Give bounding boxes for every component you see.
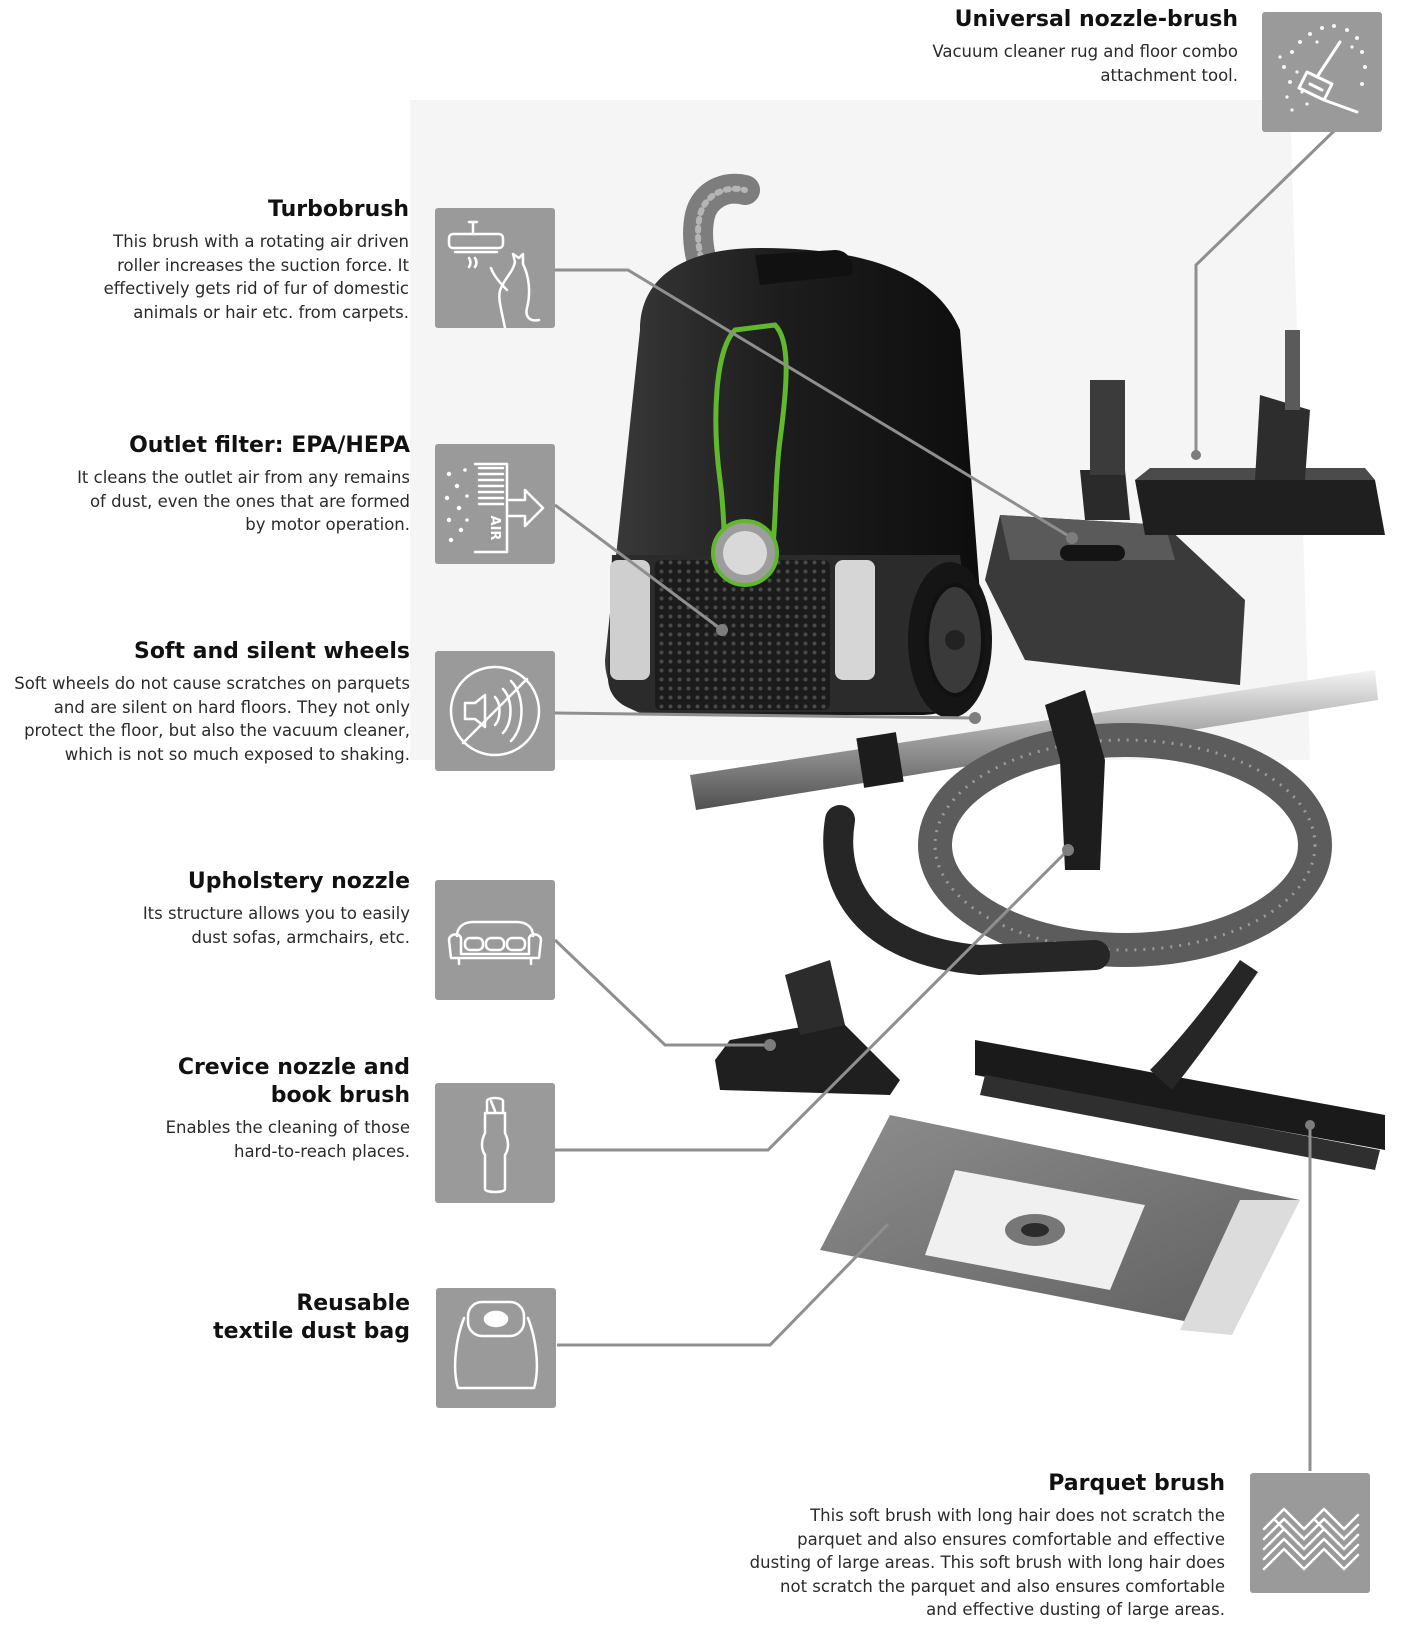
feature-title: Reusable textile dust bag [213, 1291, 410, 1344]
parquet-pattern-icon [1250, 1473, 1370, 1593]
universal-nozzle-product [1135, 480, 1385, 535]
feature-title: Outlet filter: EPA/HEPA [129, 433, 410, 458]
leader-line-outlet-filter [554, 503, 723, 632]
mute-sound-icon [435, 651, 555, 771]
feature-crevice-nozzle: Crevice nozzle and book brush Enables th… [0, 1054, 410, 1163]
sofa-icon [435, 880, 555, 1000]
feature-universal-nozzle-brush: Universal nozzle-brush Vacuum cleaner ru… [718, 6, 1238, 87]
feature-turbobrush: Turbobrush This brush with a rotating ai… [9, 196, 409, 324]
turbobrush-cat-icon [435, 208, 555, 328]
leader-line-turbobrush [555, 268, 1073, 540]
feature-title: Universal nozzle-brush [954, 7, 1238, 32]
feature-description: Vacuum cleaner rug and floor combo attac… [932, 42, 1238, 85]
feature-parquet-brush: Parquet brush This soft brush with long … [665, 1470, 1225, 1622]
air-filter-icon: AIR [435, 444, 555, 564]
feature-description: This soft brush with long hair does not … [749, 1506, 1225, 1619]
leader-line-crevice [555, 848, 1070, 1152]
leader-line-universal-nozzle [1194, 128, 1337, 455]
floor-nozzle-icon [1262, 12, 1382, 132]
dust-bag-icon [436, 1288, 556, 1408]
feature-title: Upholstery nozzle [187, 869, 410, 894]
feature-description: This brush with a rotating air driven ro… [103, 232, 409, 322]
feature-description: Enables the cleaning of those hard-to-re… [165, 1118, 410, 1161]
parquet-brush-product [975, 1040, 1385, 1150]
filter-air-label: AIR [487, 516, 502, 541]
crevice-nozzle-icon [435, 1083, 555, 1203]
feature-dust-bag: Reusable textile dust bag [0, 1290, 410, 1352]
leader-line-wheels [554, 711, 976, 720]
feature-upholstery-nozzle: Upholstery nozzle Its structure allows y… [0, 868, 410, 949]
feature-description: Its structure allows you to easily dust … [142, 904, 410, 947]
book-brush-product [1045, 690, 1105, 870]
leader-line-upholstery [553, 938, 770, 1047]
feature-title: Parquet brush [1048, 1471, 1225, 1496]
feature-title: Turbobrush [268, 197, 409, 222]
feature-description: Soft wheels do not cause scratches on pa… [14, 674, 410, 764]
feature-title: Soft and silent wheels [133, 639, 410, 664]
upholstery-nozzle-product [715, 1020, 900, 1095]
feature-soft-wheels: Soft and silent wheels Soft wheels do no… [0, 638, 410, 766]
feature-outlet-filter: Outlet filter: EPA/HEPA It cleans the ou… [0, 432, 410, 537]
feature-title: Crevice nozzle and book brush [177, 1055, 410, 1108]
feature-description: It cleans the outlet air from any remain… [77, 468, 410, 534]
leader-line-dust-bag [557, 1218, 894, 1347]
